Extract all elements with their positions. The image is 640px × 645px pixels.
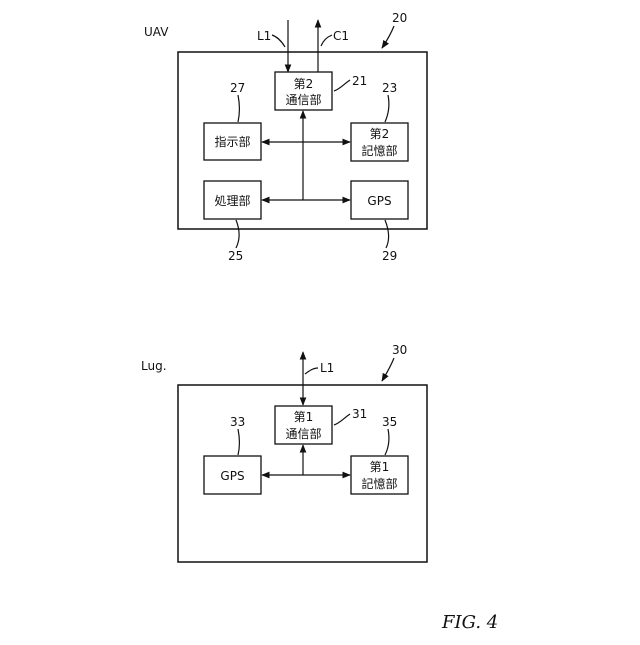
uav-storage-line1: 第2 xyxy=(370,127,390,141)
uav-label: UAV xyxy=(144,25,169,39)
uav-instruction-ref: 27 xyxy=(230,81,245,95)
uav-instruction-label: 指示部 xyxy=(214,134,250,149)
uav-storage-ref: 23 xyxy=(382,81,397,95)
luggage-ref: 30 xyxy=(392,343,407,357)
uav-signal-in-label: L1 xyxy=(257,29,271,43)
luggage-ref-leader xyxy=(382,358,394,381)
luggage-signal-label: L1 xyxy=(320,361,334,375)
uav-comm-ref: 21 xyxy=(352,74,367,88)
uav-comm-line2: 通信部 xyxy=(285,92,321,107)
uav-signal-out-label: C1 xyxy=(333,29,349,43)
uav-ref-leader xyxy=(382,26,394,48)
uav-storage-line2: 記憶部 xyxy=(361,143,397,158)
luggage-comm-line2: 通信部 xyxy=(285,426,321,441)
uav-gps-ref: 29 xyxy=(382,249,397,263)
luggage-storage-ref: 35 xyxy=(382,415,397,429)
uav-gps-label: GPS xyxy=(367,194,391,208)
uav-signal-in-leader xyxy=(272,35,285,47)
uav-processing-label: 処理部 xyxy=(214,193,250,208)
luggage-gps-ref: 33 xyxy=(230,415,245,429)
luggage-comm-ref: 31 xyxy=(352,407,367,421)
figure-caption: FIG. 4 xyxy=(441,612,498,633)
luggage-label: Lug. xyxy=(141,359,167,373)
luggage-signal-leader xyxy=(305,368,318,374)
luggage-storage-line2: 記憶部 xyxy=(361,476,397,491)
uav-ref: 20 xyxy=(392,11,407,25)
uav-comm-line1: 第2 xyxy=(294,77,314,91)
uav-diagram: UAV 20 L1 C1 第2 通信部 21 指示部 27 第2 記憶部 23 … xyxy=(144,11,427,263)
uav-signal-out-leader xyxy=(321,35,332,46)
luggage-diagram: Lug. 30 L1 第1 通信部 31 GPS 33 第1 記憶部 35 xyxy=(141,343,427,562)
luggage-storage-line1: 第1 xyxy=(370,460,390,474)
uav-processing-ref: 25 xyxy=(228,249,243,263)
luggage-comm-line1: 第1 xyxy=(294,410,314,424)
luggage-gps-label: GPS xyxy=(220,469,244,483)
